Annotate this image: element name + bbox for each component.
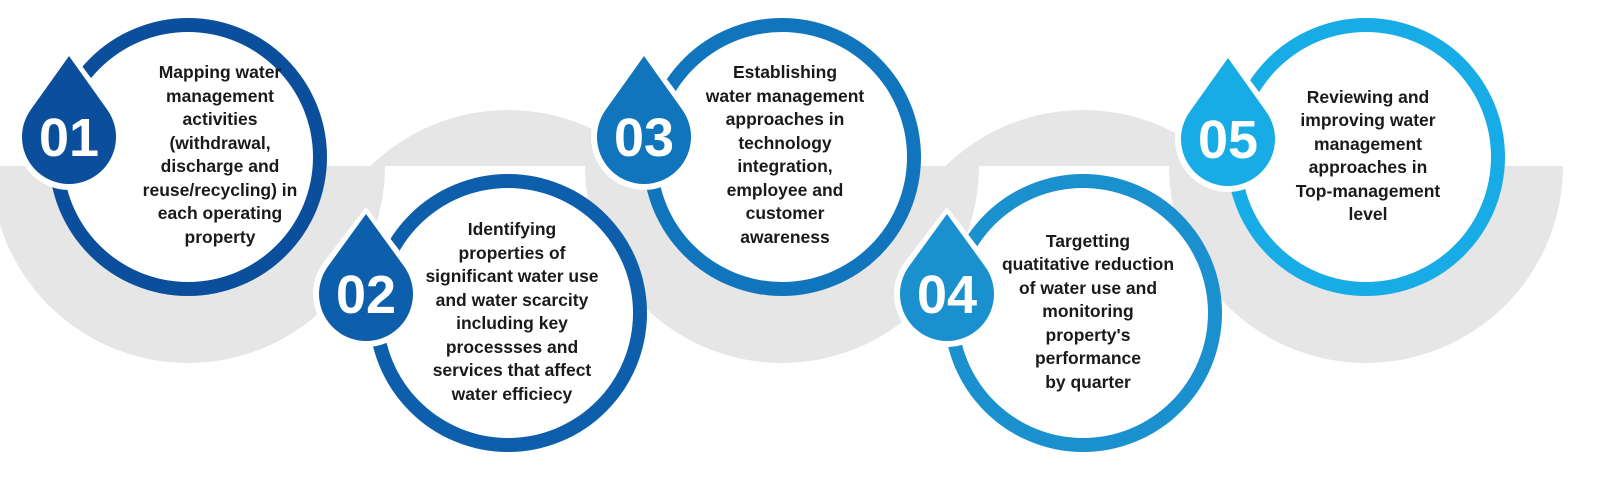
step-3-drop: 03 [591, 48, 697, 191]
step-4-circle-inner [958, 188, 1208, 438]
wave-lobe-upper-1 [370, 110, 646, 166]
step-5-drop-icon [1181, 58, 1275, 187]
wave-lobe-upper-2 [945, 110, 1221, 166]
step-circles [49, 18, 1505, 452]
step-3-drop-icon [597, 56, 691, 185]
step-2-circle-inner [383, 188, 633, 438]
step-3-circle-inner [657, 32, 907, 282]
step-5-number: 05 [1198, 110, 1258, 170]
step-2-drop-icon [319, 214, 413, 341]
step-1-drop: 01 [16, 48, 122, 190]
step-1-number: 01 [39, 108, 99, 168]
step-2-number: 02 [336, 265, 396, 325]
step-4-drop-icon [899, 214, 994, 342]
step-1-circle-inner [63, 32, 313, 282]
step-4-drop: 04 [893, 206, 1000, 348]
step-1-description: Mapping water management activities (wit… [142, 62, 298, 247]
step-2-description: Identifying properties of significant wa… [425, 219, 599, 404]
step-4-description: Targetting quatitative reduction of wate… [1001, 230, 1175, 392]
step-5-circle-inner [1241, 32, 1491, 282]
step-4-number: 04 [917, 265, 977, 325]
step-5-drop: 05 [1175, 50, 1281, 193]
step-3-description: Establishing water management approaches… [705, 62, 865, 247]
step-1-drop-icon [21, 56, 116, 184]
step-2-drop: 02 [313, 206, 420, 348]
step-5-description: Reviewing and improving water management… [1295, 86, 1441, 225]
water-drops: 01 02 03 04 05 [16, 48, 1281, 348]
step-3-number: 03 [614, 108, 674, 168]
